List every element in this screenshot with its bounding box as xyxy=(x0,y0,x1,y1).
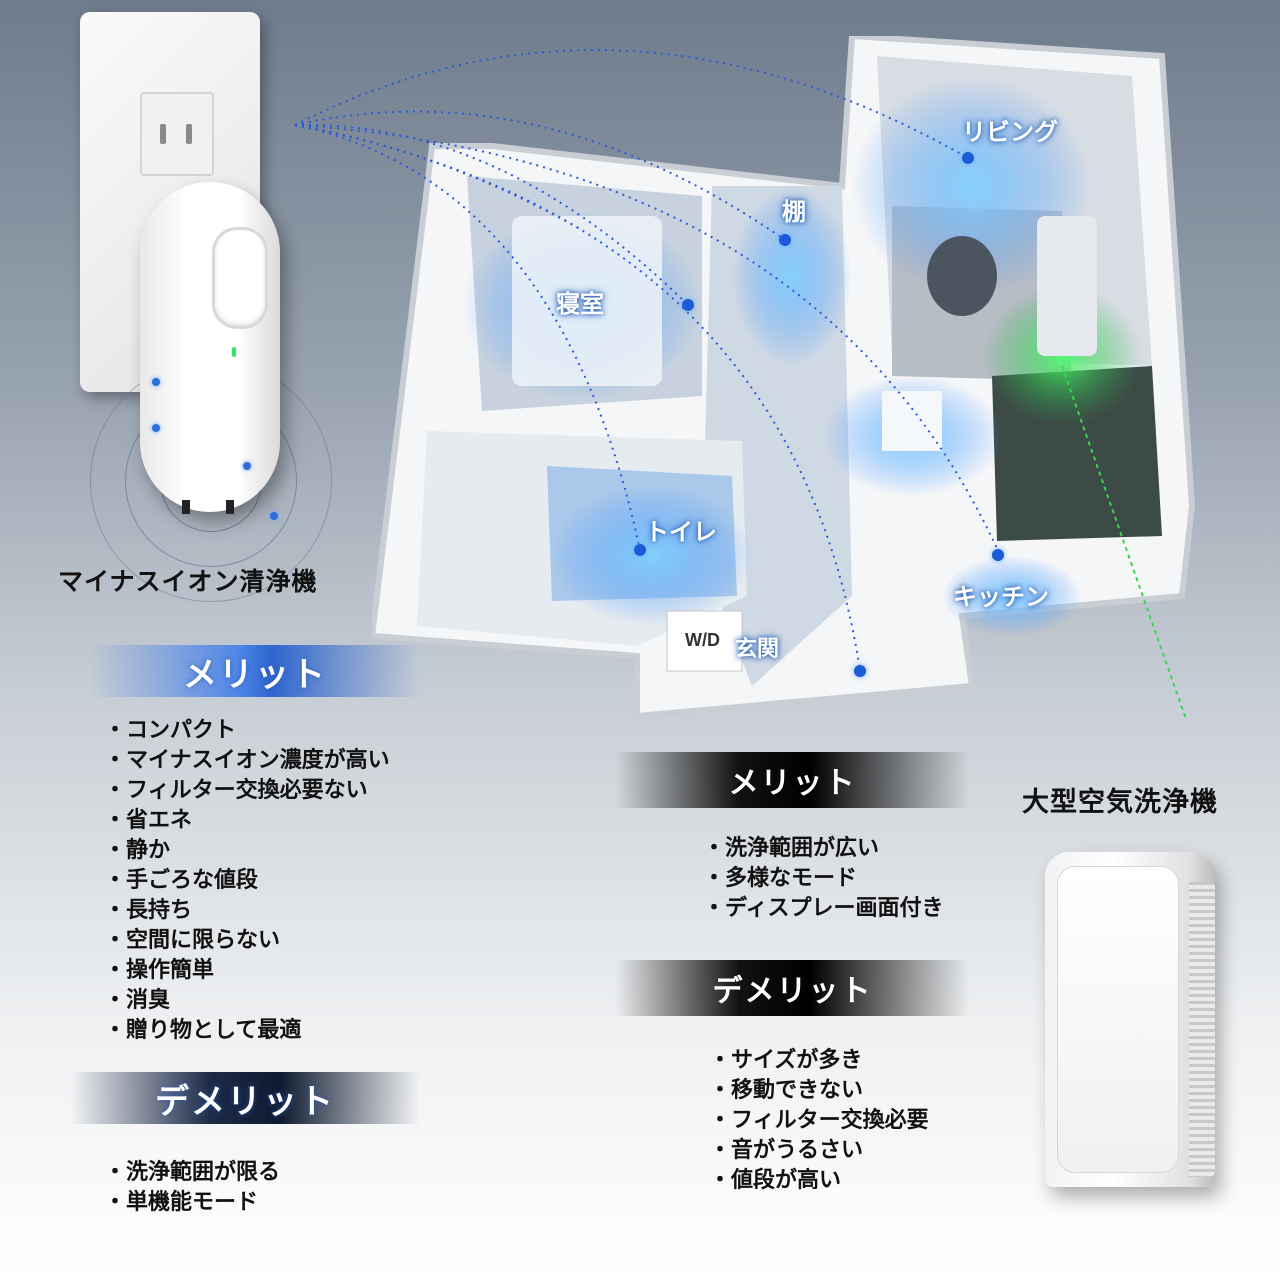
purifier-side-vent xyxy=(1189,882,1215,1177)
list-item: ディスプレー画面付き xyxy=(703,894,943,924)
list-item: 手ごろな値段 xyxy=(104,866,390,896)
room-label-living: リビング xyxy=(962,118,1058,146)
list-item: 長持ち xyxy=(104,896,390,926)
list-item: 省エネ xyxy=(104,806,390,836)
list-item: 単機能モード xyxy=(104,1188,280,1218)
large-purifier-title: 大型空気洗浄機 xyxy=(1022,787,1218,818)
list-item: マイナスイオン濃度が高い xyxy=(104,746,390,776)
list-item: 空間に限らない xyxy=(104,926,390,956)
ion-dot xyxy=(243,462,251,470)
right-merit-list: 洗浄範囲が広い 多様なモード ディスプレー画面付き xyxy=(703,834,943,924)
left-demerit-list: 洗浄範囲が限る 単機能モード xyxy=(104,1158,280,1218)
list-item: フィルター交換必要ない xyxy=(104,776,390,806)
list-item: 音がうるさい xyxy=(709,1136,929,1166)
plug-prong xyxy=(226,500,234,514)
ion-dot xyxy=(152,424,160,432)
list-item: 操作簡単 xyxy=(104,956,390,986)
left-merit-header: メリット xyxy=(90,645,420,697)
glow-kitchen xyxy=(942,556,1082,636)
plug-prong xyxy=(182,500,190,514)
list-item: フィルター交換必要 xyxy=(709,1106,929,1136)
plan-sofa xyxy=(1037,216,1097,356)
right-demerit-list: サイズが多き 移動できない フィルター交換必要 音がうるさい 値段が高い xyxy=(709,1046,929,1196)
outlet-slot xyxy=(186,124,192,144)
list-item: 消臭 xyxy=(104,986,390,1016)
list-item: 洗浄範囲が広い xyxy=(703,834,943,864)
left-demerit-header: デメリット xyxy=(70,1072,420,1124)
status-led xyxy=(232,347,236,357)
glow-toilet xyxy=(552,486,752,626)
plan-coffee-table xyxy=(927,236,997,316)
room-label-toilet: トイレ xyxy=(645,518,717,546)
list-item: 移動できない xyxy=(709,1076,929,1106)
list-item: コンパクト xyxy=(104,716,390,746)
ion-point-bedroom xyxy=(682,299,694,311)
list-item: 贈り物として最適 xyxy=(104,1016,390,1046)
ion-point-kitchen xyxy=(992,549,1004,561)
outlet-face xyxy=(140,92,214,176)
list-item: 静か xyxy=(104,836,390,866)
room-label-kitchen: キッチン xyxy=(953,583,1049,611)
list-item: 値段が高い xyxy=(709,1166,929,1196)
right-demerit-header: デメリット xyxy=(615,960,970,1016)
right-merit-header: メリット xyxy=(615,752,970,808)
purifier-front-panel xyxy=(1057,866,1179,1173)
left-merit-list: コンパクト マイナスイオン濃度が高い フィルター交換必要ない 省エネ 静か 手ご… xyxy=(104,716,390,1046)
ion-dot xyxy=(152,378,160,386)
outlet-slot xyxy=(160,124,166,144)
power-button xyxy=(212,227,268,329)
floor-plan: W/D xyxy=(372,36,1196,718)
ion-point-shelf xyxy=(779,234,791,246)
room-label-entrance: 玄関 xyxy=(735,637,780,662)
list-item: 洗浄範囲が限る xyxy=(104,1158,280,1188)
plan-dining-table xyxy=(882,391,942,451)
plan-washer-label: W/D xyxy=(685,630,720,650)
ion-point-entrance xyxy=(854,665,866,677)
room-label-shelf: 棚 xyxy=(782,198,806,226)
list-item: サイズが多き xyxy=(709,1046,929,1076)
ion-point-toilet xyxy=(634,544,646,556)
large-air-purifier xyxy=(1045,852,1215,1187)
room-label-bedroom: 寝室 xyxy=(556,290,604,318)
ion-dot xyxy=(270,512,278,520)
ion-point-living xyxy=(962,152,974,164)
ion-purifier-device xyxy=(140,182,280,514)
list-item: 多様なモード xyxy=(703,864,943,894)
device-title: マイナスイオン清浄機 xyxy=(58,567,318,596)
